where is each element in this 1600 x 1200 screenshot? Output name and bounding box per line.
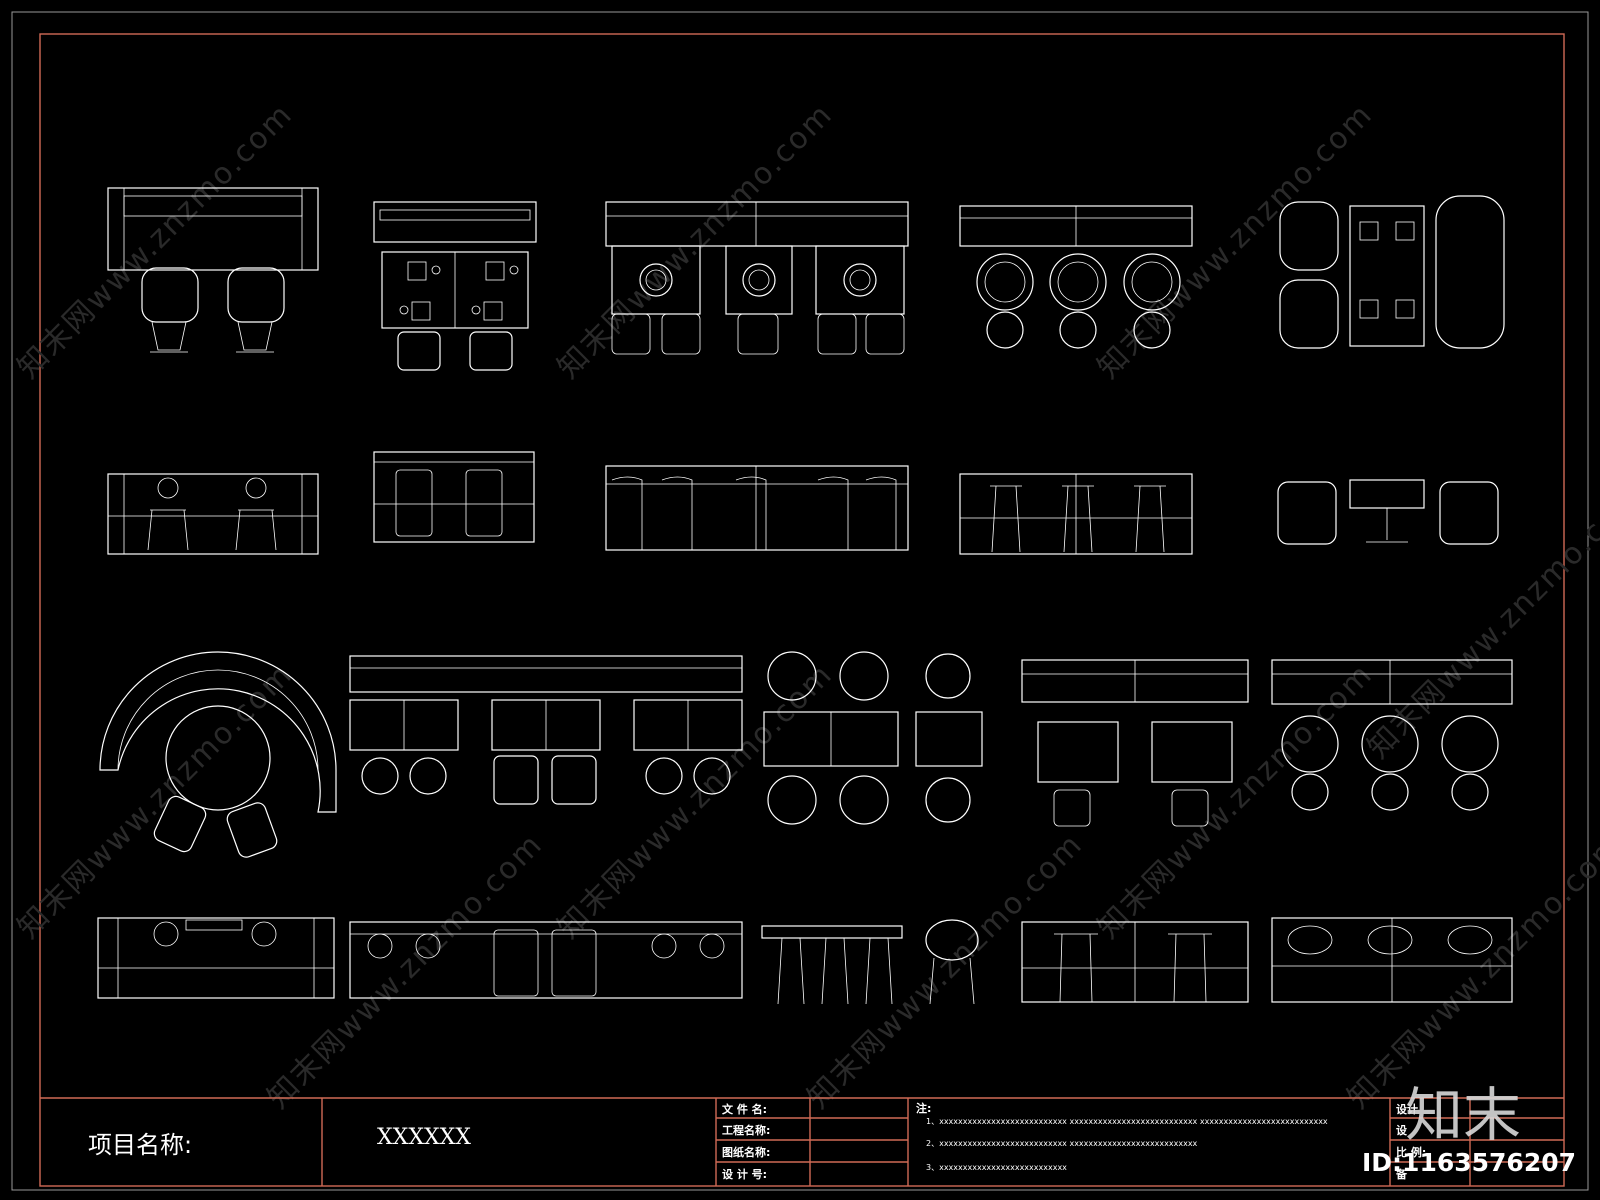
table-plan-2	[373, 201, 537, 371]
table-elevation-2	[373, 451, 535, 543]
outer-frame	[11, 11, 1589, 1191]
title-block: 文 件 名: 工程名称: 图纸名称: 设 计 号: 注: 1、xxxxxxxxx…	[40, 1097, 1564, 1186]
note-1: 1、xxxxxxxxxxxxxxxxxxxxxxxxxxx xxxxxxxxxx…	[926, 1117, 1328, 1126]
bar-stools-elevation	[761, 919, 979, 1005]
long-banquette-plan	[349, 655, 743, 805]
svg-text:知末网www.znzmo.com: 知末网www.znzmo.com	[261, 827, 550, 1116]
drawing-border	[39, 33, 1565, 1187]
image-id-label: ID:1163576207	[1362, 1148, 1577, 1177]
project-name-label: 项目名称:	[88, 1131, 193, 1159]
field-project-name: 工程名称:	[722, 1123, 770, 1137]
booth-elevation-row4-1	[97, 917, 335, 999]
right-field-3: 比 例:	[1396, 1145, 1426, 1159]
lounge-chairs-plan-5	[1279, 195, 1505, 349]
right-field-1: 设计	[1396, 1102, 1418, 1116]
lounge-elevation-5	[1277, 479, 1499, 545]
note-2: 2、xxxxxxxxxxxxxxxxxxxxxxxxxxx xxxxxxxxxx…	[926, 1139, 1198, 1148]
field-file-name: 文 件 名:	[722, 1102, 767, 1116]
banquette-elevation-row4-5	[1271, 917, 1513, 1003]
banquette-elevation-4	[959, 473, 1193, 555]
right-field-2: 设	[1396, 1123, 1408, 1137]
curved-booth-plan	[99, 651, 337, 858]
banquette-square-tables-plan	[1021, 659, 1249, 827]
note-3: 3、xxxxxxxxxxxxxxxxxxxxxxxxxxx	[926, 1163, 1067, 1172]
svg-text:知末网www.znzmo.com: 知末网www.znzmo.com	[1091, 657, 1380, 946]
banquette-round-plan-right	[1271, 659, 1513, 811]
field-design-number: 设 计 号:	[722, 1167, 767, 1181]
banquette-elevation-row4-4	[1021, 921, 1249, 1003]
project-name-value: XXXXXX	[377, 1125, 471, 1150]
booth-elevation-1	[107, 473, 319, 555]
svg-text:知末网www.znzmo.com: 知末网www.znzmo.com	[801, 827, 1090, 1116]
brand-logo: 知末	[1405, 1081, 1522, 1149]
hotpot-elevation-3	[605, 465, 909, 551]
hotpot-plan-3	[605, 201, 909, 355]
right-field-4: 备	[1395, 1167, 1408, 1181]
booth-plan-1	[107, 187, 319, 353]
field-drawing-name: 图纸名称:	[722, 1145, 770, 1159]
banquette-round-tables-plan-4	[959, 205, 1193, 349]
svg-text:知末网www.znzmo.com: 知末网www.znzmo.com	[11, 657, 300, 946]
svg-text:知末网www.znzmo.com: 知末网www.znzmo.com	[11, 97, 300, 386]
long-banquette-elevation	[349, 921, 743, 999]
svg-text:知末网www.znzmo.com: 知末网www.znzmo.com	[551, 97, 840, 386]
watermark-layer: 知末网www.znzmo.com 知末网www.znzmo.com 知末网www…	[11, 97, 1600, 1116]
notes-label: 注:	[916, 1101, 931, 1115]
four-top-tables-plan	[763, 651, 983, 825]
svg-text:知末网www.znzmo.com: 知末网www.znzmo.com	[1091, 97, 1380, 386]
